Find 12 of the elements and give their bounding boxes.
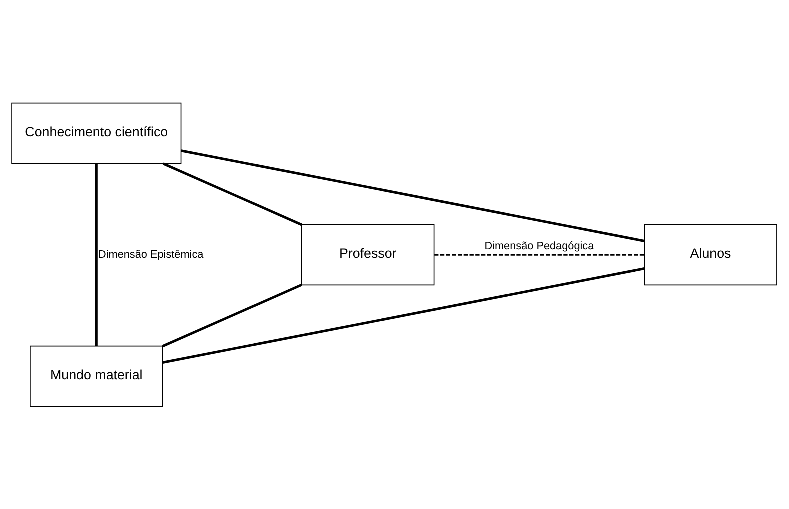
edge-label: Dimensão Pedagógica <box>484 240 594 252</box>
connector <box>181 149 645 242</box>
node-box: Mundo material <box>30 345 164 407</box>
connector <box>162 267 645 364</box>
node-box: Professor <box>302 224 435 286</box>
connector <box>95 163 98 346</box>
connector <box>434 254 644 256</box>
connector <box>162 284 302 348</box>
node-box: Alunos <box>644 224 778 286</box>
connector <box>162 162 302 226</box>
node-box: Conhecimento científico <box>12 102 182 164</box>
edge-label: Dimensão Epistêmica <box>98 248 204 260</box>
